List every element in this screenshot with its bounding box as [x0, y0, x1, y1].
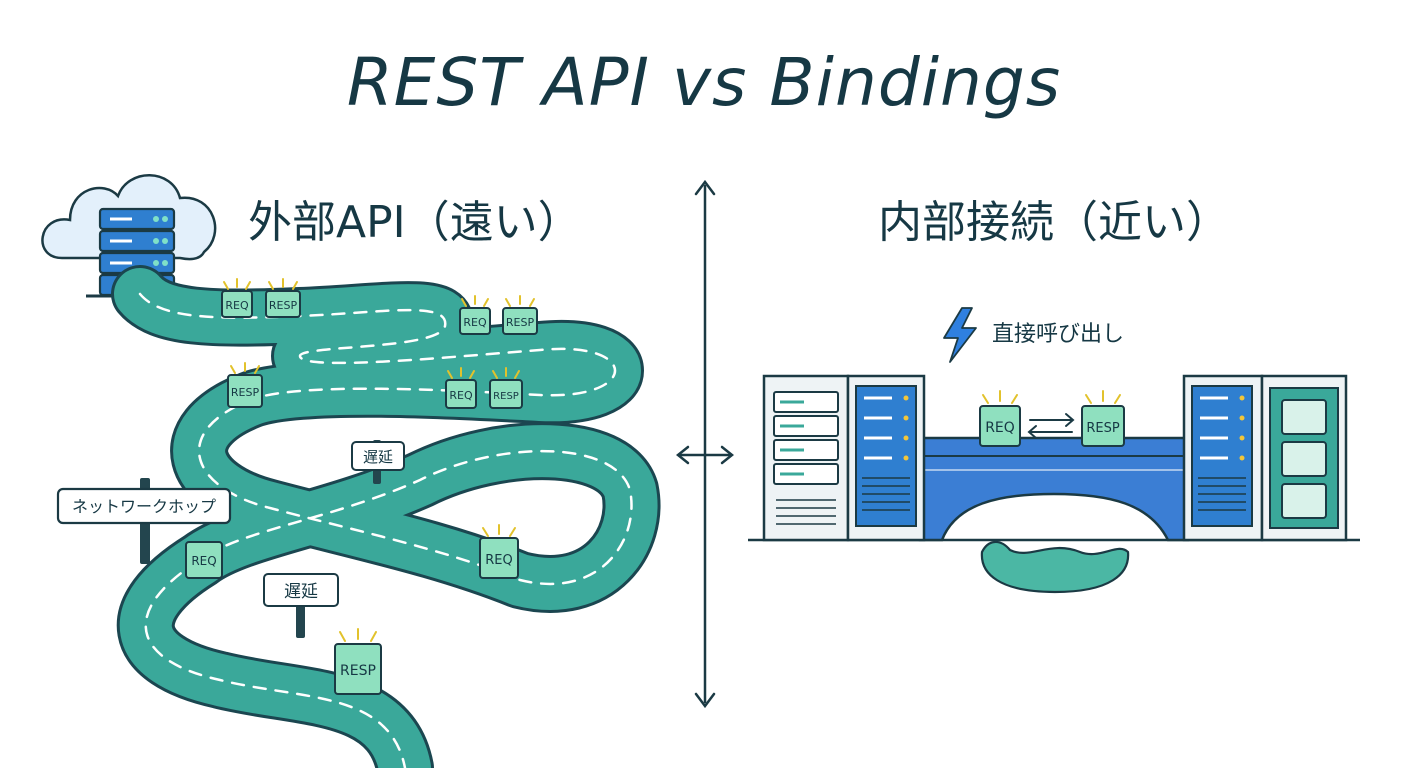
water — [980, 540, 1130, 594]
server-cabinet-right — [1182, 374, 1348, 542]
sign-network-hop-label: ネットワークホップ — [72, 497, 216, 516]
sign-delay-1-label: 遅延 — [363, 448, 393, 466]
exchange-arrows-icon — [1027, 413, 1075, 439]
lightning-icon — [943, 307, 977, 363]
sign-delay-2-label: 遅延 — [284, 582, 318, 602]
heading-external-api: 外部API（遠い） — [248, 197, 582, 248]
sign-network-hop: ネットワークホップ — [56, 478, 232, 564]
packet-req: REQ — [185, 541, 223, 579]
svg-text:RESP: RESP — [269, 299, 298, 312]
svg-text:RESP: RESP — [506, 316, 535, 329]
svg-text:RESP: RESP — [493, 391, 519, 402]
svg-text:REQ: REQ — [191, 554, 216, 568]
svg-text:RESP: RESP — [1086, 421, 1119, 436]
sign-delay-1: 遅延 — [351, 440, 405, 484]
heading-internal-connection: 内部接続（近い） — [878, 197, 1230, 248]
center-divider — [675, 179, 735, 709]
packet-req: REQ — [459, 295, 491, 335]
sign-delay-2: 遅延 — [263, 573, 339, 638]
svg-text:REQ: REQ — [485, 553, 512, 568]
packet-resp: RESP — [334, 628, 382, 695]
svg-text:REQ: REQ — [985, 420, 1015, 436]
server-cabinet-left — [762, 374, 926, 542]
page-title: REST API vs Bindings — [346, 44, 1062, 121]
winding-road — [111, 265, 661, 768]
svg-text:RESP: RESP — [340, 663, 376, 679]
packet-resp: RESP — [489, 367, 523, 409]
svg-text:REQ: REQ — [463, 316, 487, 329]
svg-text:RESP: RESP — [231, 386, 260, 399]
svg-text:REQ: REQ — [225, 299, 249, 312]
packet-req: REQ — [221, 278, 253, 318]
packet-req: REQ — [979, 390, 1021, 447]
svg-text:REQ: REQ — [449, 389, 473, 402]
packet-resp: RESP — [265, 278, 301, 318]
bridge — [918, 436, 1190, 542]
packet-resp: RESP — [502, 295, 538, 335]
packet-req: REQ — [445, 367, 477, 409]
packet-resp: RESP — [227, 362, 263, 408]
direct-call-label: 直接呼び出し — [992, 322, 1124, 347]
packet-req: REQ — [479, 524, 519, 579]
packet-resp: RESP — [1081, 390, 1125, 447]
